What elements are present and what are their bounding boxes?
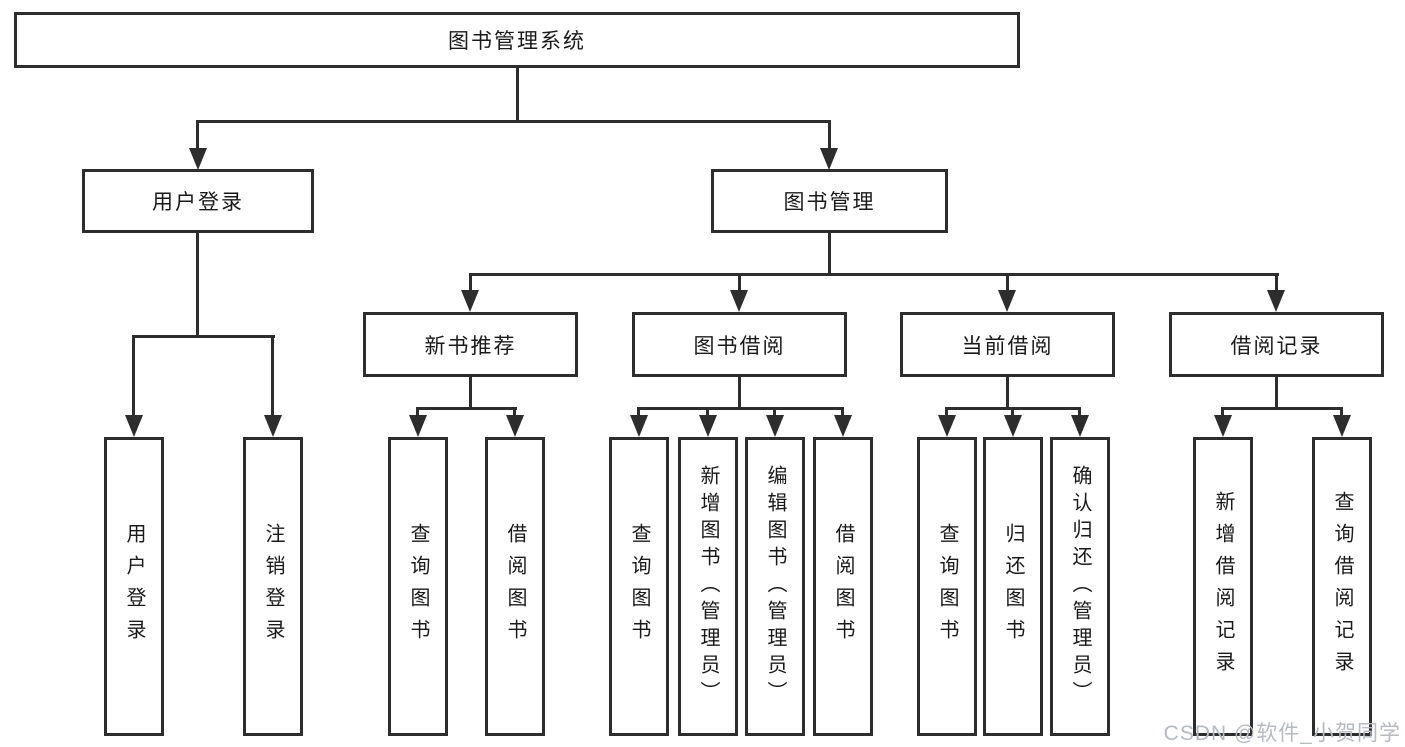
arrow-down-icon (730, 290, 748, 312)
connector-line (271, 335, 274, 417)
connector-line (513, 407, 516, 417)
arrow-down-icon (264, 415, 282, 437)
arrow-down-icon (1004, 415, 1022, 437)
node-label: 查询借阅记录 (1331, 490, 1353, 683)
connector-line (1275, 375, 1278, 409)
node-new-book-recommend: 新书推荐 (363, 312, 578, 377)
node-label: 借阅图书 (832, 522, 854, 651)
node-label: 用户登录 (152, 191, 244, 214)
node-label: 查询图书 (407, 522, 429, 651)
connector-line (841, 407, 844, 417)
connector-line (1006, 273, 1009, 292)
arrow-down-icon (766, 415, 784, 437)
node-leaf-add-borrow-record: 新增借阅记录 (1193, 437, 1253, 736)
arrow-down-icon (834, 415, 852, 437)
connector-line (637, 407, 640, 417)
connector-line (469, 273, 1279, 276)
connector-line (1221, 407, 1343, 410)
node-leaf-query-books-borrowing: 查询图书 (609, 437, 669, 736)
arrow-down-icon (1071, 415, 1089, 437)
arrow-down-icon (1333, 415, 1351, 437)
node-label: 新增图书（管理员） (697, 465, 719, 708)
connector-line (945, 407, 948, 417)
connector-line (196, 120, 831, 123)
connector-line (132, 335, 275, 338)
arrow-down-icon (998, 290, 1016, 312)
arrow-down-icon (699, 415, 717, 437)
arrow-down-icon (506, 415, 524, 437)
arrow-down-icon (409, 415, 427, 437)
connector-line (738, 273, 741, 292)
node-label: 图书管理 (783, 191, 876, 214)
connector-line (1078, 407, 1081, 417)
arrow-down-icon (1214, 415, 1232, 437)
node-label: 注销登录 (262, 522, 284, 651)
node-label: 借阅记录 (1230, 334, 1323, 358)
node-label: 图书借阅 (693, 334, 786, 358)
connector-line (1006, 375, 1009, 409)
node-leaf-borrow-books: 借阅图书 (813, 437, 873, 736)
arrow-down-icon (189, 148, 207, 170)
connector-line (196, 120, 199, 150)
connector-line (416, 407, 419, 417)
node-book-borrowing: 图书借阅 (632, 312, 847, 377)
node-label: 确认归还（管理员） (1069, 465, 1091, 708)
node-leaf-logout: 注销登录 (243, 437, 303, 736)
connector-line (773, 407, 776, 417)
arrow-down-icon (1267, 290, 1285, 312)
node-leaf-query-borrow-record: 查询借阅记录 (1312, 437, 1372, 736)
node-leaf-edit-book-admin: 编辑图书（管理员） (745, 437, 805, 736)
connector-line (1221, 407, 1224, 417)
connector-line (828, 120, 831, 150)
connector-line (196, 231, 199, 337)
node-label: 图书管理系统 (448, 30, 586, 53)
node-leaf-borrow-books-recommend: 借阅图书 (485, 437, 545, 736)
node-library-management-system: 图书管理系统 (14, 12, 1020, 68)
connector-line (469, 375, 472, 409)
node-label: 用户登录 (123, 522, 145, 651)
node-leaf-user-login: 用户登录 (104, 437, 164, 736)
node-label: 新增借阅记录 (1212, 490, 1234, 683)
node-leaf-add-book-admin: 新增图书（管理员） (678, 437, 738, 736)
connector-line (1340, 407, 1343, 417)
connector-line (828, 231, 831, 275)
node-label: 新书推荐 (424, 334, 517, 358)
node-current-borrowing: 当前借阅 (900, 312, 1115, 377)
arrow-down-icon (461, 290, 479, 312)
node-leaf-return-book: 归还图书 (983, 437, 1043, 736)
arrow-down-icon (938, 415, 956, 437)
arrow-down-icon (125, 415, 143, 437)
connector-line (416, 407, 517, 410)
connector-line (637, 407, 844, 410)
connector-line (706, 407, 709, 417)
arrow-down-icon (820, 148, 838, 170)
node-leaf-query-books-current: 查询图书 (917, 437, 977, 736)
node-book-management: 图书管理 (711, 169, 948, 233)
connector-line (1275, 273, 1278, 292)
node-leaf-query-books-recommend: 查询图书 (388, 437, 448, 736)
arrow-down-icon (630, 415, 648, 437)
connector-line (516, 68, 519, 123)
node-label: 查询图书 (936, 522, 958, 651)
connector-line (738, 375, 741, 409)
node-user-login: 用户登录 (82, 169, 314, 233)
csdn-watermark: CSDN @软件_小贺同学 (1163, 722, 1401, 745)
connector-line (132, 335, 135, 417)
connector-line (469, 273, 472, 292)
node-label: 借阅图书 (504, 522, 526, 651)
node-leaf-confirm-return-admin: 确认归还（管理员） (1050, 437, 1110, 736)
node-borrowing-records: 借阅记录 (1169, 312, 1384, 377)
node-label: 当前借阅 (961, 334, 1054, 358)
connector-line (1011, 407, 1014, 417)
node-label: 归还图书 (1002, 522, 1024, 651)
node-label: 查询图书 (628, 522, 650, 651)
node-label: 编辑图书（管理员） (764, 465, 786, 708)
